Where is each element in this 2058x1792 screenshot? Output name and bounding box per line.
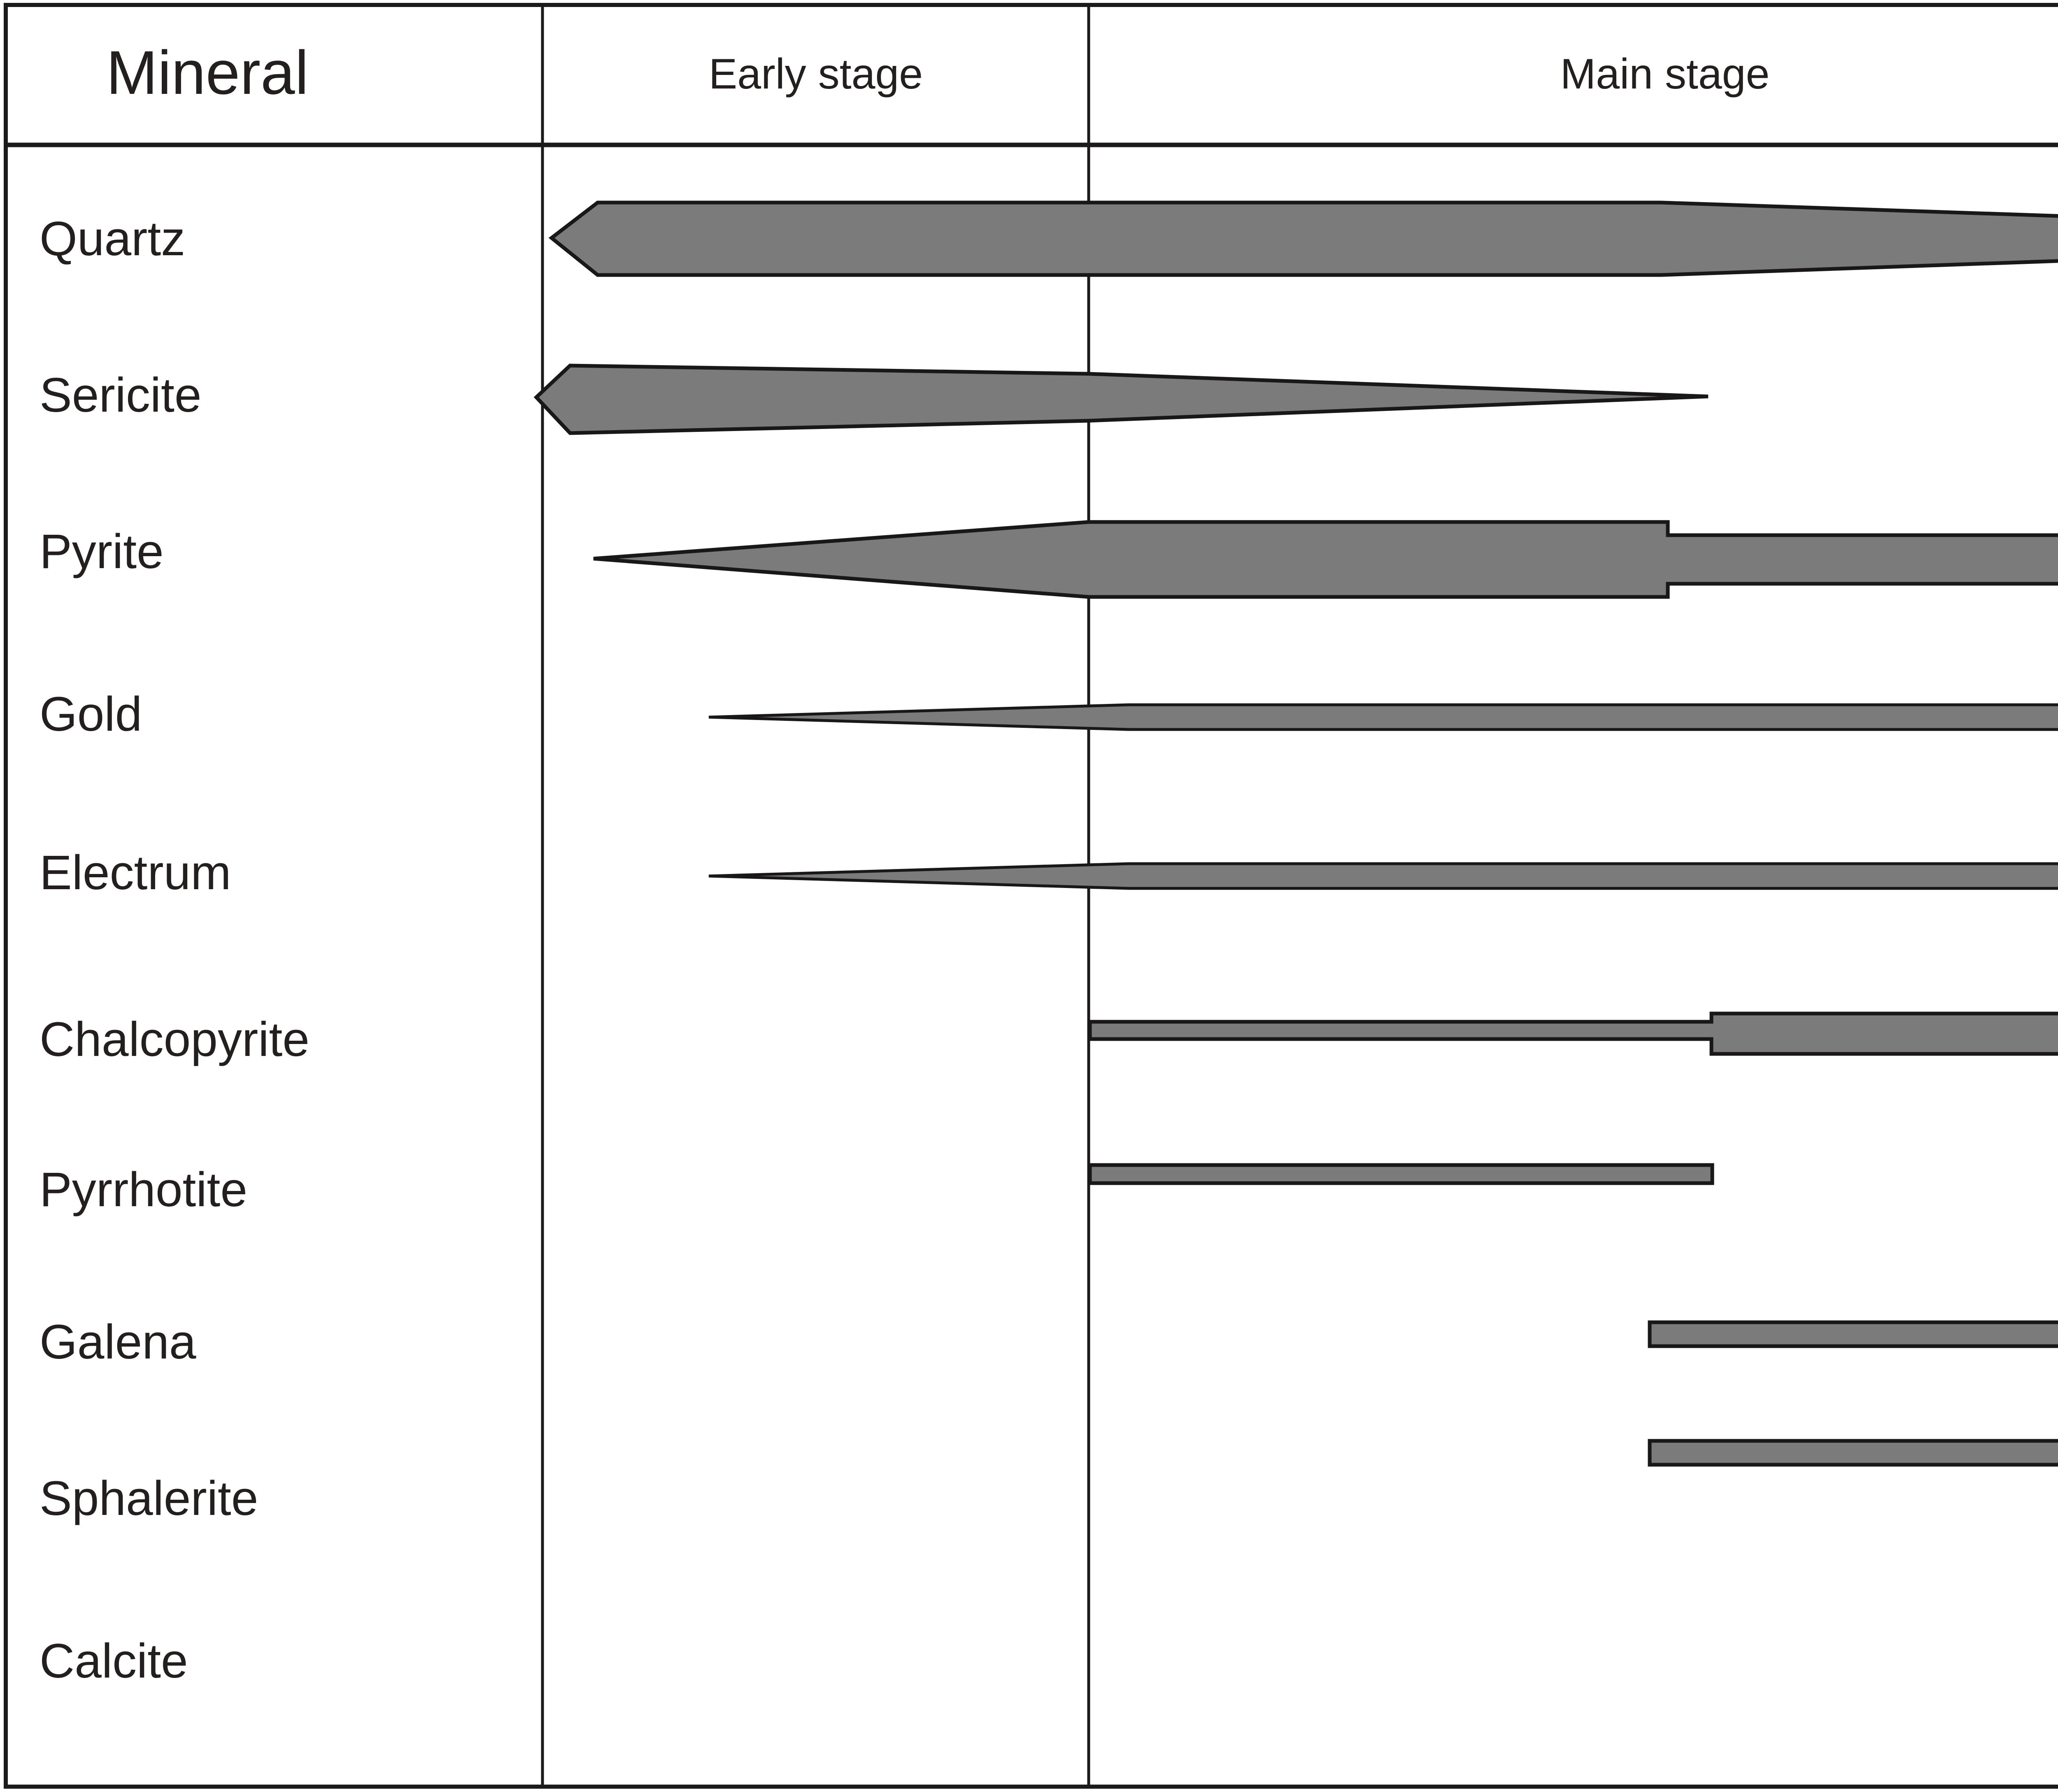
bar-sericite [533,364,1709,435]
mineral-label-electrum: Electrum [40,846,231,900]
bar-gold [708,703,2058,731]
table-frame [4,3,2058,1789]
header-stage-early: Early stage [709,50,923,98]
table-header: Mineral Early stage Main stage Late stag… [106,38,1770,107]
mineral-label-sphalerite: Sphalerite [40,1471,258,1526]
bar-galena [1648,1320,2058,1348]
mineral-label-gold: Gold [40,687,142,741]
mineral-label-calcite: Calcite [40,1634,188,1688]
header-stage-main: Main stage [1560,50,1770,98]
mineral-label-column: Quartz Sericite Pyrite Gold Electrum Cha… [40,212,310,1688]
bar-pyrrhotite [1088,1163,1714,1185]
mineral-label-pyrrhotite: Pyrrhotite [40,1163,247,1217]
mineral-label-chalcopyrite: Chalcopyrite [40,1012,310,1067]
mineral-label-galena: Galena [40,1315,196,1369]
mineral-label-pyrite: Pyrite [40,524,164,579]
bar-pyrite [593,520,2058,599]
header-mineral-label: Mineral [106,38,309,107]
bar-chalcopyrite [1088,1011,2058,1056]
outer-border [4,3,2058,1789]
bar-quartz [548,200,2058,277]
mineral-label-sericite: Sericite [40,368,201,422]
bar-sphalerite [1648,1439,2058,1467]
bar-electrum [708,862,2058,890]
mineral-label-quartz: Quartz [40,212,185,266]
